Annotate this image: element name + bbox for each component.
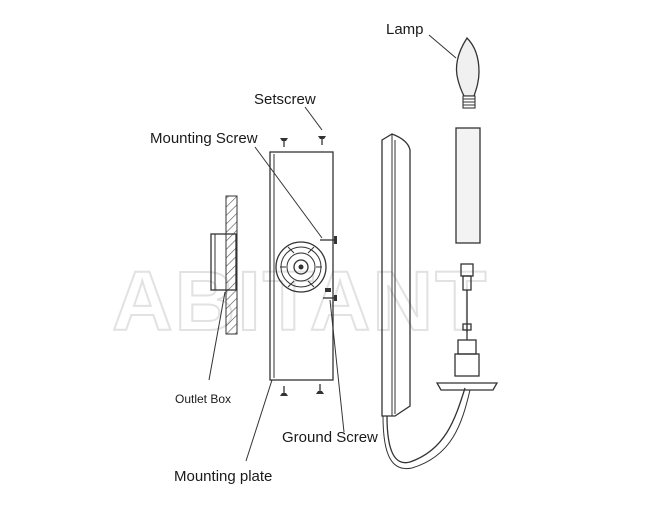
setscrew-bottom-right — [316, 384, 324, 394]
setscrew-top-right — [318, 136, 326, 145]
outlet-box — [210, 233, 237, 291]
vent-grille — [275, 241, 327, 293]
ground-screw — [323, 288, 337, 301]
mounting-screw — [320, 236, 337, 244]
label-lamp: Lamp — [386, 21, 424, 38]
setscrew-top-left — [280, 138, 288, 147]
label-setscrew: Setscrew — [254, 91, 316, 108]
lamp-bulb — [455, 36, 480, 109]
lamp-socket — [435, 263, 499, 391]
label-ground-screw: Ground Screw — [282, 429, 378, 446]
label-outlet-box: Outlet Box — [175, 392, 231, 406]
setscrew-bottom-left — [280, 386, 288, 396]
glass-tube — [455, 127, 481, 244]
lamp-wire — [382, 387, 471, 470]
wall — [225, 195, 238, 335]
label-mounting-plate: Mounting plate — [174, 468, 272, 485]
watermark: ABITANT — [112, 254, 488, 348]
label-mounting-screw: Mounting Screw — [150, 130, 258, 147]
mounting-plate — [269, 151, 334, 381]
glass-panel — [381, 133, 411, 417]
leader-lines — [208, 34, 457, 462]
